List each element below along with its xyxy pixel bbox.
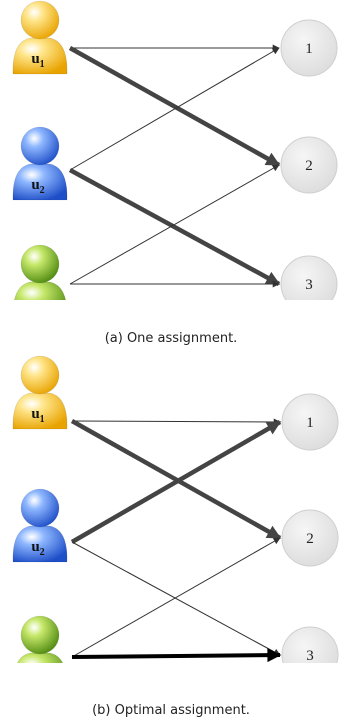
node-1: 1 (280, 19, 338, 77)
node-3: 3 (281, 626, 339, 663)
caption-b: (b) Optimal assignment. (92, 703, 250, 718)
assignment-diagram-b: u1 u2 u3 1 2 3 (12, 355, 339, 663)
node-3-label: 3 (305, 277, 313, 293)
node-3-label: 3 (306, 648, 314, 663)
edge-u2-to-1 (69, 47, 280, 171)
node-2-label: 2 (306, 531, 314, 547)
node-2: 2 (280, 136, 338, 194)
edge-u1-to-2 (68, 46, 281, 167)
panel-a: u1 u2 u3 1 2 3 (a) One assignment. (0, 0, 342, 350)
user-u1-label: u1 (31, 406, 44, 425)
node-2-label: 2 (305, 158, 313, 174)
node-3: 3 (280, 255, 338, 300)
edges (70, 418, 282, 663)
user-u2-icon: u2 (12, 488, 68, 563)
user-u2-icon: u2 (12, 126, 68, 201)
user-u3-icon: u3 (16, 615, 64, 663)
user-u3-icon: u3 (14, 244, 66, 300)
node-1: 1 (281, 393, 339, 451)
user-u1-label: u1 (31, 51, 44, 70)
user-u1-icon: u1 (12, 355, 68, 430)
edge-u2-to-3 (68, 168, 281, 286)
node-1-label: 1 (305, 41, 313, 57)
user-u3-label: u3 (31, 295, 44, 300)
assignment-diagram-a: u1 u2 u3 1 2 3 (12, 0, 338, 300)
node-1-label: 1 (306, 415, 314, 431)
user-u2-label: u2 (31, 177, 44, 196)
edge-u1-to-1 (71, 418, 281, 426)
caption-a: (a) One assignment. (104, 331, 238, 346)
edge-u3-to-2 (69, 164, 280, 285)
edge-u2-to-3 (71, 541, 281, 656)
edges (68, 44, 281, 288)
user-u2-label: u2 (31, 539, 44, 558)
panel-b: u1 u2 u3 1 2 3 (b) Optimal assignment. (0, 353, 342, 727)
user-u1-icon: u1 (12, 0, 68, 75)
edge-u3-to-2 (71, 537, 281, 658)
node-2: 2 (281, 509, 339, 567)
edge-u3-to-3 (71, 648, 282, 663)
edge-u2-to-1 (70, 420, 282, 544)
